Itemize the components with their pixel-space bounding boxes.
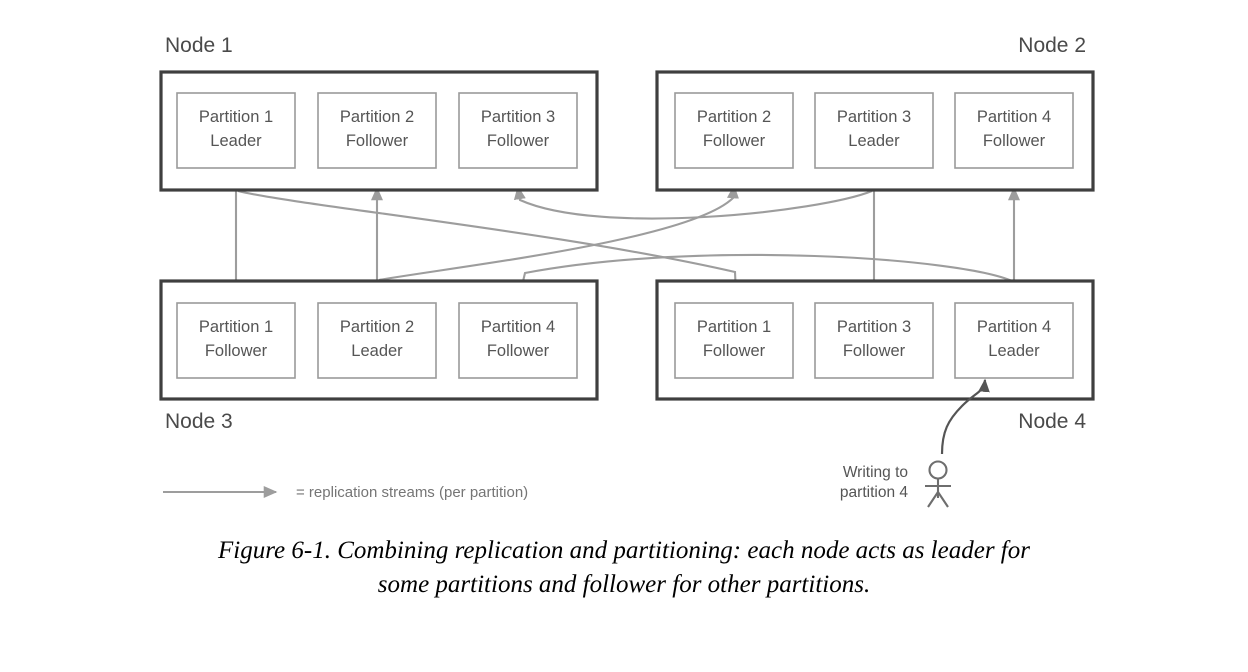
partition-name: Partition 2: [697, 108, 771, 126]
partition-role: Follower: [487, 132, 550, 150]
node-4-group[interactable]: Node 4 Partition 1 Follower Partition 3 …: [655, 279, 1095, 433]
caption-line-2: some partitions and follower for other p…: [377, 571, 871, 598]
partition-name: Partition 1: [199, 318, 273, 336]
node-4-partition-1[interactable]: Partition 3 Follower: [814, 302, 934, 379]
partition-role: Follower: [703, 132, 766, 150]
stream-p4-node4-to-node3: [517, 253, 1013, 296]
stick-figure-icon: [925, 460, 951, 508]
partition-name: Partition 1: [199, 108, 273, 126]
writer-group: Writing to partition 4: [840, 378, 990, 508]
partition-role: Follower: [487, 342, 550, 360]
partition-role: Leader: [988, 342, 1040, 360]
partition-role: Follower: [843, 342, 906, 360]
node-1-partition-2[interactable]: Partition 3 Follower: [458, 92, 578, 169]
node-1-label: Node 1: [165, 34, 233, 57]
stream-p1-node1-to-node4: [237, 189, 742, 297]
writer-arrow: [940, 378, 990, 455]
node-2-partition-0[interactable]: Partition 2 Follower: [674, 92, 794, 169]
figure-caption: Figure 6-1. Combining replication and pa…: [0, 534, 1248, 602]
node-3-partition-0[interactable]: Partition 1 Follower: [176, 302, 296, 379]
node-2-partition-1[interactable]: Partition 3 Leader: [814, 92, 934, 169]
node-3-partition-1[interactable]: Partition 2 Leader: [317, 302, 437, 379]
partition-role: Follower: [205, 342, 268, 360]
node-4-partition-0[interactable]: Partition 1 Follower: [674, 302, 794, 379]
node-1-group[interactable]: Node 1 Partition 1 Leader Partition 2 Fo…: [159, 34, 599, 192]
partition-role: Follower: [983, 132, 1046, 150]
partition-name: Partition 1: [697, 318, 771, 336]
node-2-partition-2[interactable]: Partition 4 Follower: [954, 92, 1074, 169]
partition-role: Follower: [346, 132, 409, 150]
node-2-label: Node 2: [1018, 34, 1086, 57]
node-2-group[interactable]: Node 2 Partition 2 Follower Partition 3 …: [655, 34, 1095, 192]
node-1-partition-0[interactable]: Partition 1 Leader: [176, 92, 296, 169]
stream-p2-node3-to-node2: [378, 184, 739, 282]
node-4-label: Node 4: [1018, 410, 1086, 433]
partition-name: Partition 3: [837, 108, 911, 126]
node-3-partition-2[interactable]: Partition 4 Follower: [458, 302, 578, 379]
node-3-label: Node 3: [165, 410, 233, 433]
node-3-group[interactable]: Node 3 Partition 1 Follower Partition 2 …: [159, 279, 599, 433]
partition-name: Partition 2: [340, 108, 414, 126]
partition-name: Partition 2: [340, 318, 414, 336]
partition-name: Partition 4: [977, 108, 1051, 126]
partition-name: Partition 4: [977, 318, 1051, 336]
partition-name: Partition 3: [481, 108, 555, 126]
partition-name: Partition 4: [481, 318, 555, 336]
stream-p3-node2-to-node1: [513, 185, 873, 220]
writer-label-line-1: Writing to: [843, 464, 908, 481]
partition-name: Partition 3: [837, 318, 911, 336]
legend-label: = replication streams (per partition): [296, 484, 528, 501]
legend-group: = replication streams (per partition): [163, 484, 528, 501]
node-4-partition-2[interactable]: Partition 4 Leader: [954, 302, 1074, 379]
replication-streams-group: [229, 184, 1021, 299]
caption-line-1: Figure 6-1. Combining replication and pa…: [218, 537, 1030, 564]
node-1-partition-1[interactable]: Partition 2 Follower: [317, 92, 437, 169]
partition-role: Leader: [351, 342, 403, 360]
writer-label-line-2: partition 4: [840, 484, 908, 501]
partition-role: Leader: [210, 132, 262, 150]
partition-role: Leader: [848, 132, 900, 150]
partition-role: Follower: [703, 342, 766, 360]
